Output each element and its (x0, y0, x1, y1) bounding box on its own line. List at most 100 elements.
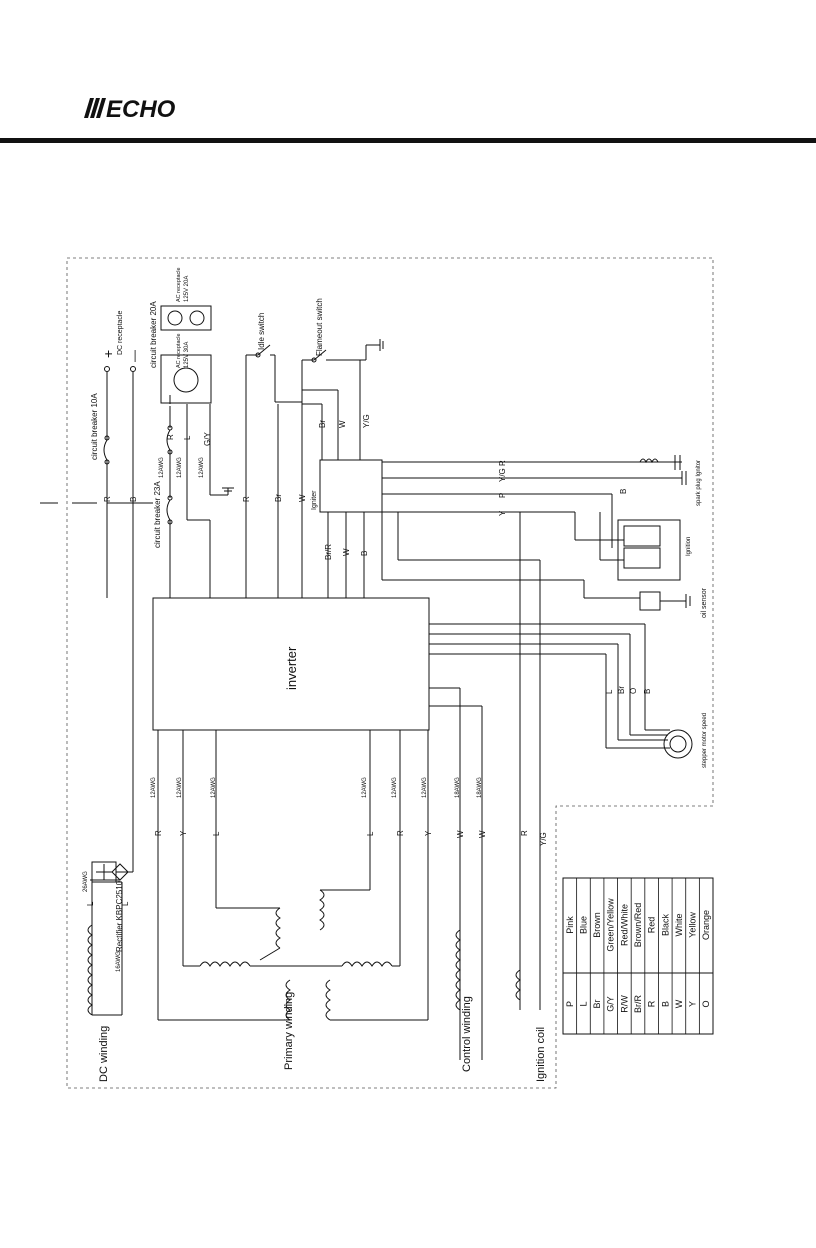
label-cb-10a: circuit breaker 10A (90, 393, 99, 460)
label-ac-receptacle-b: AC receptacle (176, 333, 182, 368)
legend-code: Br/R (633, 994, 643, 1013)
svg-text:12AWG: 12AWG (392, 777, 398, 798)
svg-text:Br: Br (617, 686, 626, 694)
svg-text:Y: Y (498, 510, 507, 516)
svg-text:12AWG: 12AWG (177, 457, 183, 478)
legend-color: Green/Yellow (606, 898, 616, 952)
label-inverter: inverter (284, 646, 299, 690)
svg-text:Y: Y (424, 830, 433, 836)
logo-text: ECHO (106, 96, 176, 122)
legend-code: Y (688, 1001, 698, 1007)
svg-text:B: B (643, 689, 652, 694)
legend-code: R/W (619, 995, 629, 1013)
svg-text:12AWG: 12AWG (159, 457, 165, 478)
svg-text:Y/G: Y/G (539, 832, 548, 846)
svg-text:B: B (619, 489, 628, 494)
svg-text:L: L (121, 901, 130, 906)
svg-text:Y/G: Y/G (362, 414, 371, 428)
label-oil-sensor: oil sensor (701, 587, 708, 618)
legend-color: Orange (701, 910, 711, 940)
label-flameout-switch: Flameout switch (315, 298, 324, 356)
svg-text:L: L (183, 435, 192, 440)
legend-code: B (660, 1001, 670, 1007)
svg-text:B: B (360, 551, 369, 556)
svg-text:L: L (86, 901, 95, 906)
svg-text:18AWG: 18AWG (477, 777, 483, 798)
igniter-box (319, 459, 383, 513)
svg-text:L: L (605, 689, 614, 694)
svg-text:R: R (154, 830, 163, 836)
legend-color: Blue (578, 916, 588, 934)
svg-text:16AWG: 16AWG (116, 951, 122, 972)
svg-text:Br: Br (274, 494, 283, 502)
svg-text:12AWG: 12AWG (199, 457, 205, 478)
svg-text:12AWG: 12AWG (177, 777, 183, 798)
svg-text:Y/G: Y/G (498, 468, 507, 482)
legend-color: White (674, 913, 684, 936)
svg-text:G/Y: G/Y (203, 432, 212, 446)
svg-text:W: W (478, 830, 487, 838)
svg-text:18AWG: 18AWG (455, 777, 461, 798)
legend-color: Black (660, 914, 670, 937)
label-cb-23a: circuit breaker 23A (153, 481, 162, 548)
svg-text:R: R (498, 460, 507, 466)
svg-text:W: W (342, 548, 351, 556)
label-dc-plus: + (100, 350, 116, 358)
svg-text:P: P (498, 493, 507, 498)
label-rectifier: Rectifier KBPC2510 (115, 880, 124, 952)
svg-text:O: O (629, 688, 638, 694)
legend-color: Pink (565, 916, 575, 934)
label-dc-receptacle: DC receptacle (117, 311, 124, 355)
diagram-border (66, 257, 714, 1089)
echo-logo: ECHO (84, 96, 176, 122)
label-stepper-motor: stepper motor speed (702, 713, 708, 768)
label-control-winding: Control winding (461, 996, 473, 1072)
svg-text:L: L (366, 831, 375, 836)
label-idle-switch: Idle switch (257, 313, 266, 350)
header-rule (0, 138, 816, 143)
legend-code: Br (592, 999, 602, 1008)
legend-code: L (578, 1001, 588, 1006)
legend-code: R (647, 1000, 657, 1007)
label-spark-plug: spark plug Ignitor (696, 460, 702, 506)
svg-text:W: W (298, 494, 307, 502)
svg-text:Br/R: Br/R (324, 544, 333, 560)
svg-text:12AWG: 12AWG (151, 777, 157, 798)
svg-text:12AWG: 12AWG (211, 777, 217, 798)
label-cb-20a: circuit breaker 20A (149, 301, 158, 368)
legend-color: Red (647, 917, 657, 934)
label-dc-minus: — (127, 350, 141, 362)
legend-code: O (701, 1000, 711, 1007)
legend-table (562, 877, 714, 1035)
svg-text:L: L (212, 831, 221, 836)
label-ignition-coil: Ignition coil (535, 1027, 547, 1082)
legend-code: G/Y (606, 996, 616, 1012)
svg-text:R: R (103, 496, 112, 502)
inverter-box (152, 597, 430, 731)
svg-text:W: W (456, 830, 465, 838)
label-primary-winding: Primary winding (283, 992, 295, 1070)
legend-color: Brown (592, 912, 602, 938)
svg-text:12AWG: 12AWG (362, 777, 368, 798)
label-igniter: Igniter (311, 490, 318, 510)
legend-color: Brown/Red (633, 903, 643, 948)
legend-code: W (674, 999, 684, 1008)
label-ac-rating-b: 125V 30A (184, 342, 190, 368)
legend-rows: PPinkLBlueBrBrownG/YGreen/YellowR/WRed/W… (565, 878, 711, 1034)
svg-text:Br: Br (318, 420, 327, 428)
label-ignition: Ignition (686, 537, 692, 556)
svg-text:26AWG: 26AWG (83, 871, 89, 892)
svg-text:R: R (396, 830, 405, 836)
svg-text:Y: Y (179, 830, 188, 836)
legend-color: Yellow (688, 912, 698, 938)
svg-text:12AWG: 12AWG (422, 777, 428, 798)
svg-text:B: B (129, 497, 138, 502)
label-dc-winding: DC winding (98, 1026, 110, 1082)
svg-text:W: W (338, 420, 347, 428)
label-ac-receptacle-a: AC receptacle (176, 267, 182, 302)
svg-text:R: R (520, 830, 529, 836)
legend-code: P (565, 1001, 575, 1007)
svg-text:R: R (166, 434, 175, 440)
stepper-motor (663, 729, 693, 759)
